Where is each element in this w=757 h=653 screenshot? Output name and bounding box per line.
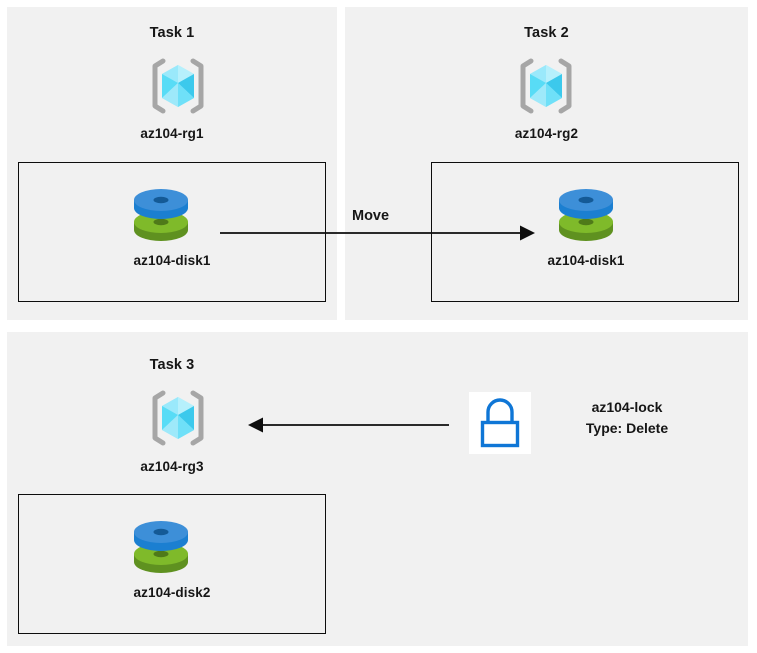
move-arrow <box>220 225 535 241</box>
lock-arrow <box>248 417 449 433</box>
lock-type-label: Type: Delete <box>585 420 669 436</box>
task2-title: Task 2 <box>524 25 569 41</box>
task3-panel: Task 3 az104-rg3 <box>7 332 748 646</box>
task3-resource-group-label: az104-rg3 <box>140 459 204 474</box>
padlock-icon <box>480 398 520 448</box>
move-arrow-label: Move <box>352 208 390 224</box>
task1-resource-group-label: az104-rg1 <box>140 126 204 141</box>
task2-panel: Task 2 az104-rg2 <box>345 7 748 320</box>
task2-resource-box: az104-disk1 <box>431 162 739 302</box>
task3-title: Task 3 <box>149 357 195 373</box>
task2-resource-group-label: az104-rg2 <box>514 126 579 141</box>
task1-disk-label: az104-disk1 <box>133 253 211 268</box>
resource-group-cube-icon <box>515 58 577 114</box>
managed-disk-icon <box>128 186 194 248</box>
managed-disk-icon <box>128 518 194 580</box>
task1-title: Task 1 <box>149 25 195 41</box>
task1-resource-box: az104-disk1 <box>18 162 326 302</box>
resource-group-cube-icon <box>147 58 209 114</box>
task3-resource-box: az104-disk2 <box>18 494 326 634</box>
task1-panel: Task 1 az104-rg1 <box>7 7 337 320</box>
task2-disk-label: az104-disk1 <box>547 253 625 268</box>
lock-tile <box>469 392 531 454</box>
lock-name-label: az104-lock <box>591 399 663 415</box>
resource-group-cube-icon <box>147 390 209 446</box>
managed-disk-icon <box>553 186 619 248</box>
task3-disk-label: az104-disk2 <box>133 585 211 600</box>
